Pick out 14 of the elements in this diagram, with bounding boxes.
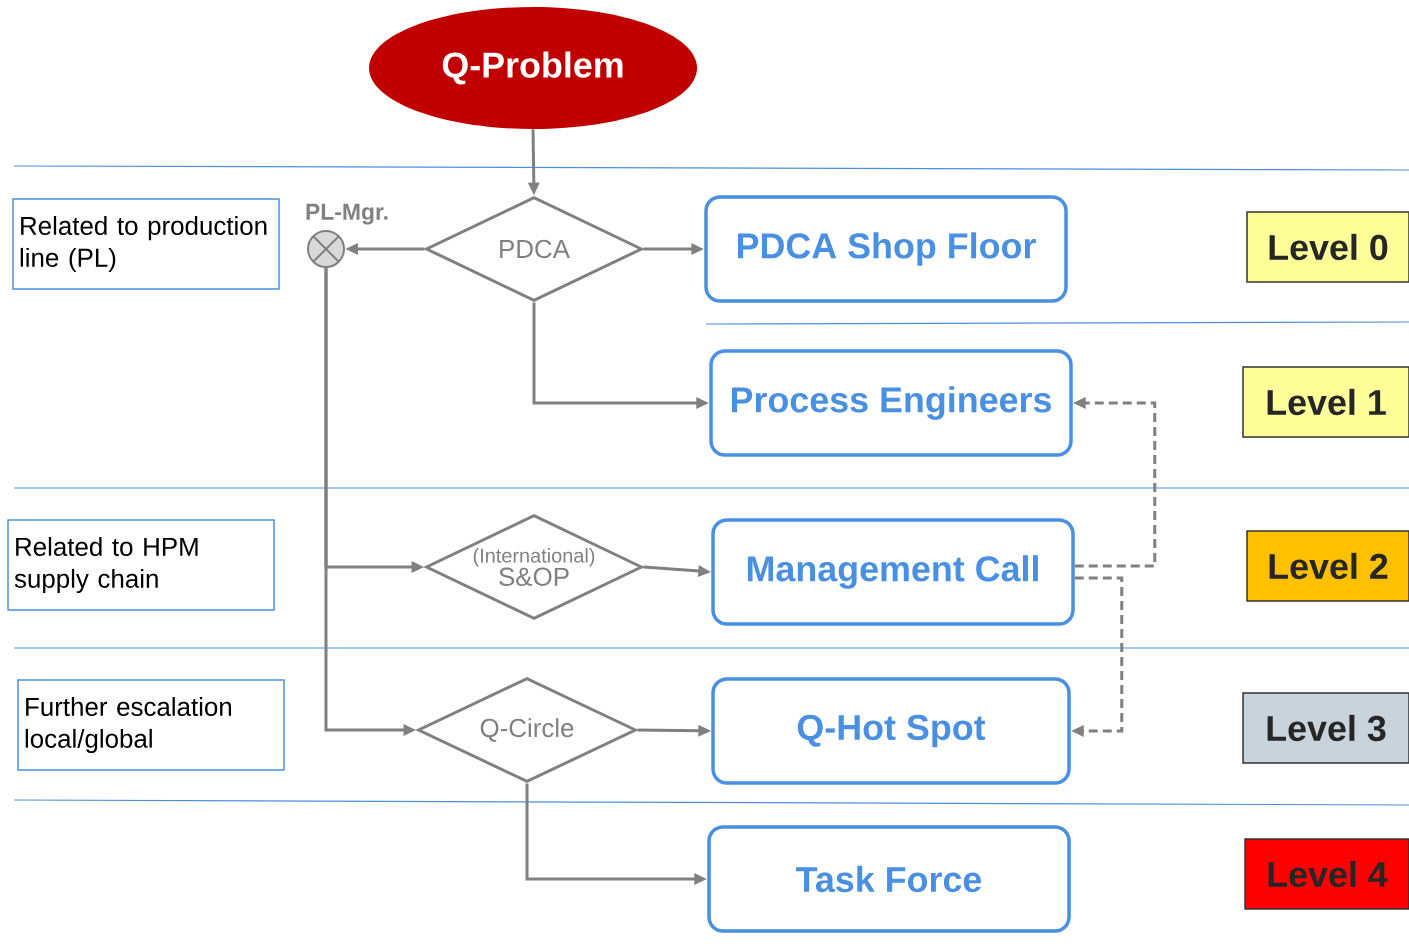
note-box: Related to production line (PL) — [12, 198, 280, 290]
process-box: Management Call — [711, 518, 1075, 626]
level-box: Level 0 — [1246, 211, 1409, 283]
node-label: PL-Mgr. — [306, 203, 388, 225]
note-box: Further escalation local/global — [17, 679, 285, 771]
note-box: Related to HPM supply chain — [7, 519, 275, 611]
process-box: Q-Hot Spot — [711, 677, 1071, 785]
process-box: PDCA Shop Floor — [704, 195, 1068, 303]
level-box: Level 3 — [1242, 692, 1409, 764]
level-box: Level 4 — [1244, 838, 1409, 910]
process-box: Task Force — [707, 825, 1071, 933]
level-box: Level 2 — [1246, 530, 1409, 602]
process-box: Process Engineers — [709, 349, 1073, 457]
level-box: Level 1 — [1242, 366, 1409, 438]
